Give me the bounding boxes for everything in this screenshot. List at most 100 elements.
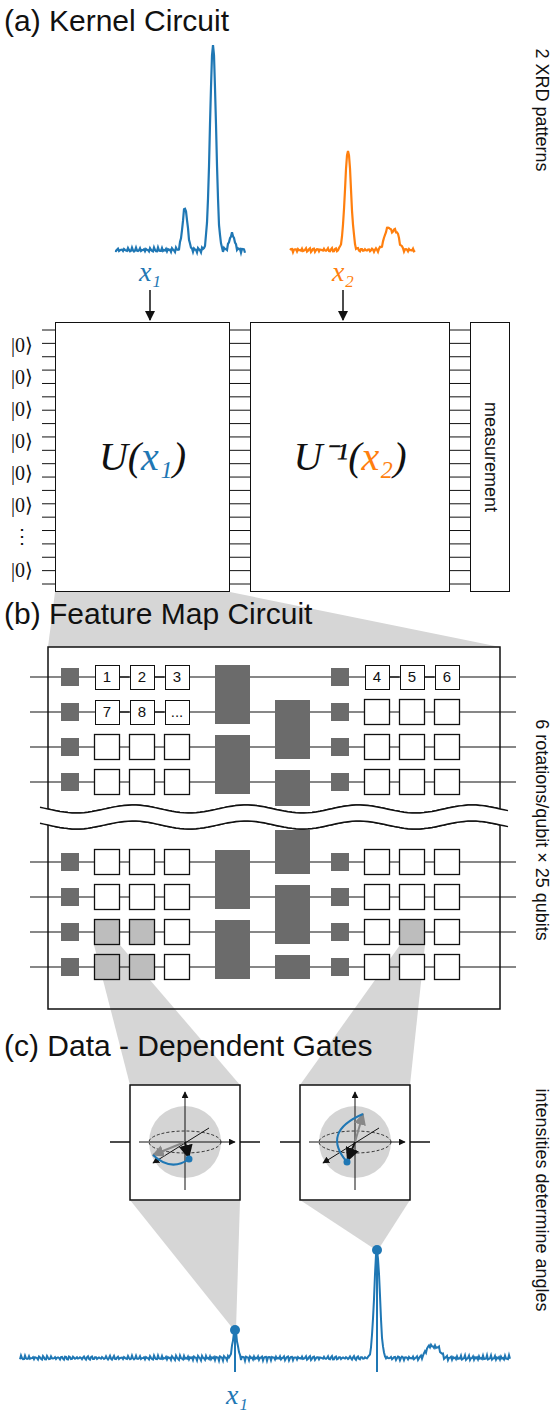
gate-box xyxy=(130,1085,240,1200)
text-run: 1 xyxy=(103,668,111,685)
fixed-gate xyxy=(61,853,79,871)
text-run: x₂ xyxy=(332,256,354,287)
state-dot xyxy=(186,1156,193,1163)
fixed-gate xyxy=(61,923,79,941)
rotation-gate xyxy=(400,885,425,910)
text-run: 8 xyxy=(138,703,146,720)
rotation-gate: 8 xyxy=(130,700,155,725)
entangling-gate xyxy=(275,830,310,874)
rotation-gate xyxy=(165,850,190,875)
rotation-gate xyxy=(365,885,390,910)
frame-outline xyxy=(48,647,500,813)
rotation-gate xyxy=(95,850,120,875)
fixed-gate xyxy=(331,958,349,976)
rotation-gate xyxy=(365,850,390,875)
rotation-path xyxy=(337,1114,363,1162)
text-run: 5 xyxy=(408,668,416,685)
text-run: x₁ xyxy=(139,256,161,287)
rotation-gate xyxy=(130,920,155,945)
fixed-gate xyxy=(61,888,79,906)
qubit-wire xyxy=(42,356,55,357)
text-run: ... xyxy=(171,703,184,720)
frame-outline xyxy=(48,821,500,1009)
qubit-wire xyxy=(42,543,55,544)
node-text: 3 xyxy=(173,669,181,686)
label: x₂ xyxy=(332,257,354,288)
input-arrow xyxy=(149,290,151,320)
text-run: |0⟩ xyxy=(11,430,33,452)
label: (a) Kernel Circuit xyxy=(4,4,229,37)
zoom-shade xyxy=(300,1200,410,1250)
text-run: |0⟩ xyxy=(11,494,33,516)
xrd-pattern xyxy=(290,151,415,252)
intensity-stem xyxy=(376,1250,378,1372)
text-run: 2 xyxy=(138,668,146,685)
text-run: measurement xyxy=(481,402,501,512)
rotation-gate: 4 xyxy=(365,665,390,690)
text-run: |0⟩ xyxy=(11,462,33,484)
label: 6 rotations/qubit × 25 qubits xyxy=(531,719,551,941)
bloch-axis xyxy=(323,1128,379,1163)
rotation-gate xyxy=(365,770,390,795)
qubit-wire xyxy=(42,330,55,331)
qubit-wire xyxy=(42,410,55,411)
qubit-wire xyxy=(42,343,55,344)
label: |0⟩ xyxy=(11,366,33,388)
text-run: (a) Kernel Circuit xyxy=(4,4,229,37)
measurement-box: measurement xyxy=(470,322,510,592)
rotation-gate xyxy=(435,700,460,725)
text-run: x₁ xyxy=(226,1379,248,1410)
unitary-box: U⁻¹(x₂) xyxy=(250,322,450,592)
intensity-stem xyxy=(234,1330,236,1372)
gate-box xyxy=(300,1085,410,1200)
fixed-gate xyxy=(331,923,349,941)
node-text: ... xyxy=(171,704,184,721)
text-run: 2 XRD patterns xyxy=(532,48,552,171)
frame-break xyxy=(40,805,510,829)
node-text: 4 xyxy=(373,669,381,686)
fixed-gate xyxy=(61,738,79,756)
label: |0⟩ xyxy=(11,462,33,484)
node-text: 5 xyxy=(408,669,416,686)
label: x₁ xyxy=(139,257,161,288)
rotation-gate xyxy=(435,885,460,910)
state-dot xyxy=(344,1159,351,1166)
fixed-gate xyxy=(331,773,349,791)
break-line xyxy=(40,805,508,813)
rotation-gate xyxy=(400,700,425,725)
rotation-gate: ... xyxy=(165,700,190,725)
qubit-wire xyxy=(42,490,55,491)
label: 2 XRD patterns xyxy=(531,48,551,171)
xrd-pattern xyxy=(115,45,245,253)
text-run: 7 xyxy=(103,703,111,720)
unitary-box: U(x₁) xyxy=(55,322,230,592)
entangling-gate xyxy=(275,770,310,806)
label: intensities determine angles xyxy=(531,1088,551,1311)
fixed-gate xyxy=(331,703,349,721)
rotation-gate: 1 xyxy=(95,665,120,690)
qubit-wire xyxy=(42,370,55,371)
rotation-gate xyxy=(435,955,460,980)
node-text: measurement xyxy=(480,402,500,512)
node-text: 7 xyxy=(103,704,111,721)
rotation-gate xyxy=(365,735,390,760)
qubit-wire xyxy=(280,1141,300,1143)
rotation-gate xyxy=(435,735,460,760)
rotation-gate xyxy=(165,955,190,980)
text-run: intensities determine angles xyxy=(532,1088,552,1311)
rotation-gate: 2 xyxy=(130,665,155,690)
fixed-gate xyxy=(331,888,349,906)
text-run: |0⟩ xyxy=(11,366,33,388)
qubit-wire xyxy=(42,463,55,464)
text-run: ) xyxy=(173,434,186,479)
rotation-gate xyxy=(400,735,425,760)
bloch-axis xyxy=(153,1128,209,1163)
break-line xyxy=(40,821,508,829)
fixed-gate xyxy=(331,668,349,686)
rotation-gate: 7 xyxy=(95,700,120,725)
qubit-wire xyxy=(42,477,55,478)
bloch-axis xyxy=(185,1092,186,1190)
qubit-wire xyxy=(42,450,55,451)
qubit-wire xyxy=(450,330,470,584)
